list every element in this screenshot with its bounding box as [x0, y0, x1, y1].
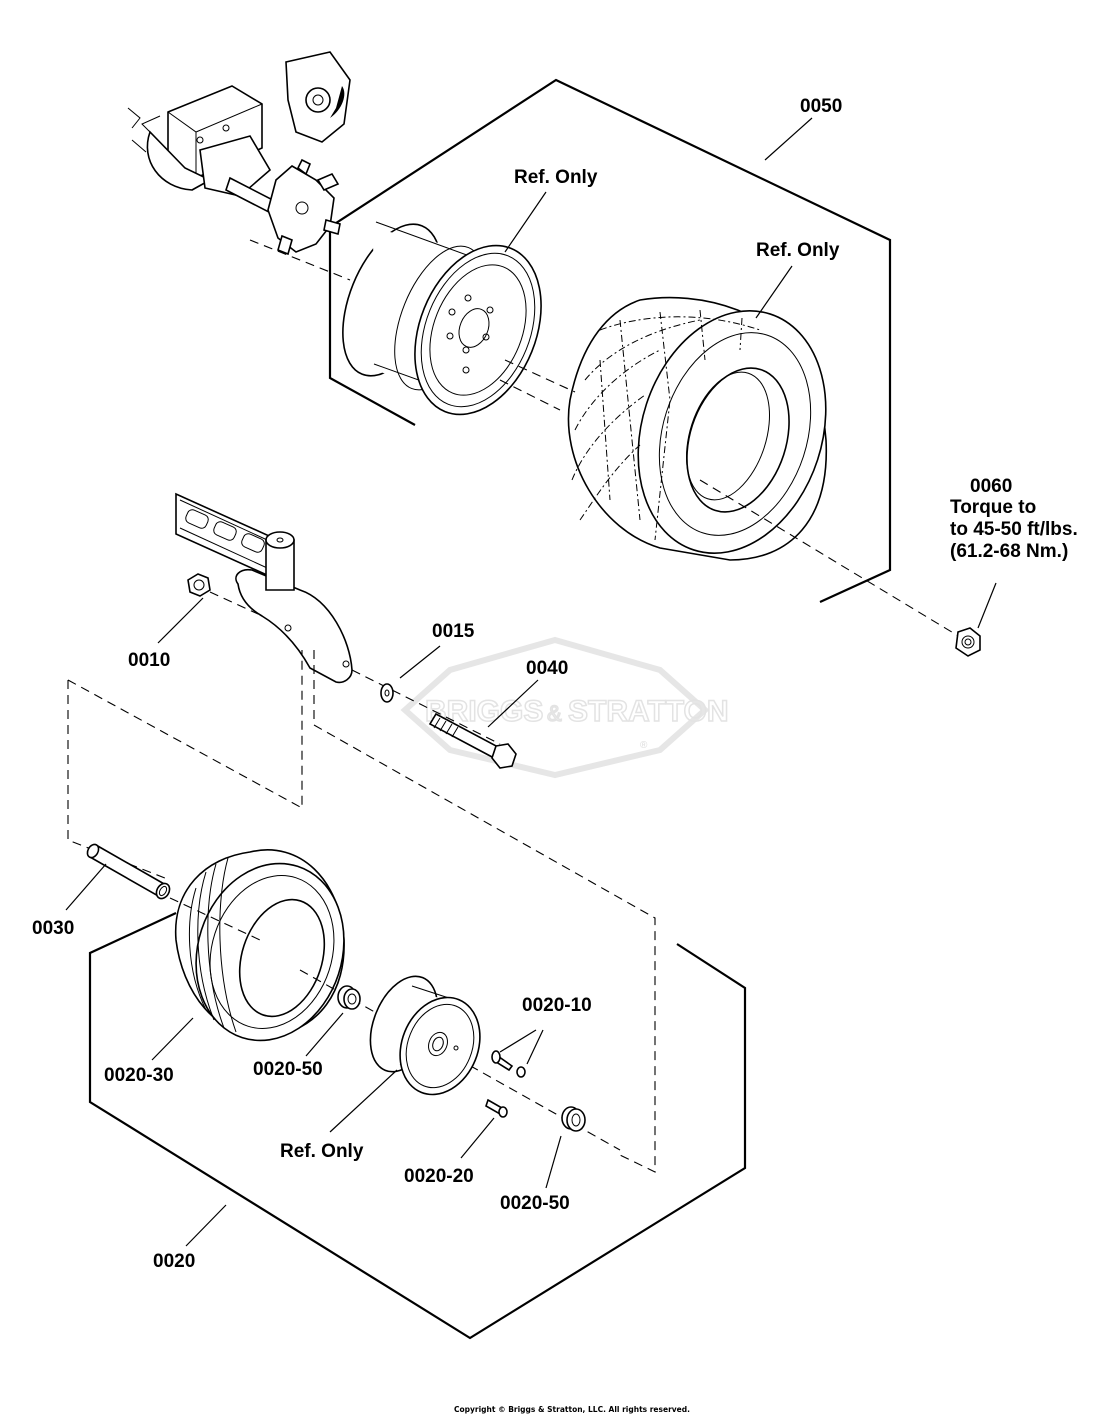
callout-0020-20[interactable]: 0020-20 — [404, 1166, 474, 1187]
washer-0015-drawing — [380, 683, 394, 703]
fork-mount-outline-right — [313, 650, 656, 1173]
callout-0020-50-left[interactable]: 0020-50 — [253, 1059, 323, 1080]
valve-stem-drawing — [491, 1050, 526, 1078]
rear-assembly-frame — [328, 78, 892, 604]
rear-axle-centerline-4 — [699, 479, 966, 641]
callout-0050[interactable]: 0050 — [800, 96, 842, 117]
fork-bolt-centerline — [209, 591, 259, 615]
bearing-right-drawing — [561, 1106, 586, 1132]
lug-nut-drawing — [955, 627, 981, 657]
callout-0040[interactable]: 0040 — [526, 658, 568, 679]
fork-bolt-centerline-2 — [351, 669, 501, 745]
rear-rim-drawing — [342, 221, 542, 416]
front-axle-centerline — [169, 897, 261, 941]
copyright-notice: Copyright © Briggs & Stratton, LLC. All … — [454, 1405, 690, 1414]
front-rim-drawing — [369, 975, 481, 1096]
bolt-0040-drawing — [428, 712, 517, 769]
callout-ref-rear-tire: Ref. Only — [756, 240, 840, 261]
rear-axle-centerline — [249, 239, 351, 281]
bearing-left-drawing — [337, 985, 361, 1010]
spacer-tube-0030-drawing — [86, 843, 171, 900]
callout-0015[interactable]: 0015 — [432, 621, 475, 642]
callout-ref-front-rim: Ref. Only — [280, 1141, 364, 1162]
transaxle-hub-drawing — [127, 51, 351, 256]
rear-axle-centerline-2 — [504, 359, 576, 393]
callout-0010[interactable]: 0010 — [128, 650, 170, 671]
fork-mount-outline-left — [67, 650, 303, 881]
callout-0020[interactable]: 0020 — [153, 1251, 195, 1272]
leader-lines — [65, 117, 997, 1247]
callout-0030[interactable]: 0030 — [32, 918, 74, 939]
callout-0060-note-line1: Torque to — [950, 497, 1036, 518]
callout-0060-note-line2: to 45-50 ft/lbs. — [950, 519, 1078, 540]
brand-watermark: BRIGGS & STRATTON ® — [400, 636, 729, 779]
nut-0010-drawing — [187, 573, 211, 597]
callout-0060-note-line3: (61.2-68 Nm.) — [950, 541, 1068, 562]
front-tire-drawing — [174, 849, 345, 1042]
callout-0020-10[interactable]: 0020-10 — [522, 995, 592, 1016]
caster-fork-drawing — [175, 492, 353, 684]
front-assembly-frame — [88, 912, 747, 1340]
watermark-text-amp: & — [547, 701, 562, 726]
watermark-text-right: STRATTON — [568, 695, 729, 728]
callout-0020-50-right[interactable]: 0020-50 — [500, 1193, 570, 1214]
callout-0060[interactable]: 0060 — [970, 476, 1012, 497]
callout-ref-rear-rim: Ref. Only — [514, 167, 598, 188]
watermark-registered: ® — [640, 740, 648, 751]
rear-tire-drawing — [567, 296, 828, 561]
callout-0020-30[interactable]: 0020-30 — [104, 1065, 174, 1086]
rear-axle-centerline-3 — [499, 379, 561, 411]
grease-fitting-drawing — [485, 1098, 508, 1118]
